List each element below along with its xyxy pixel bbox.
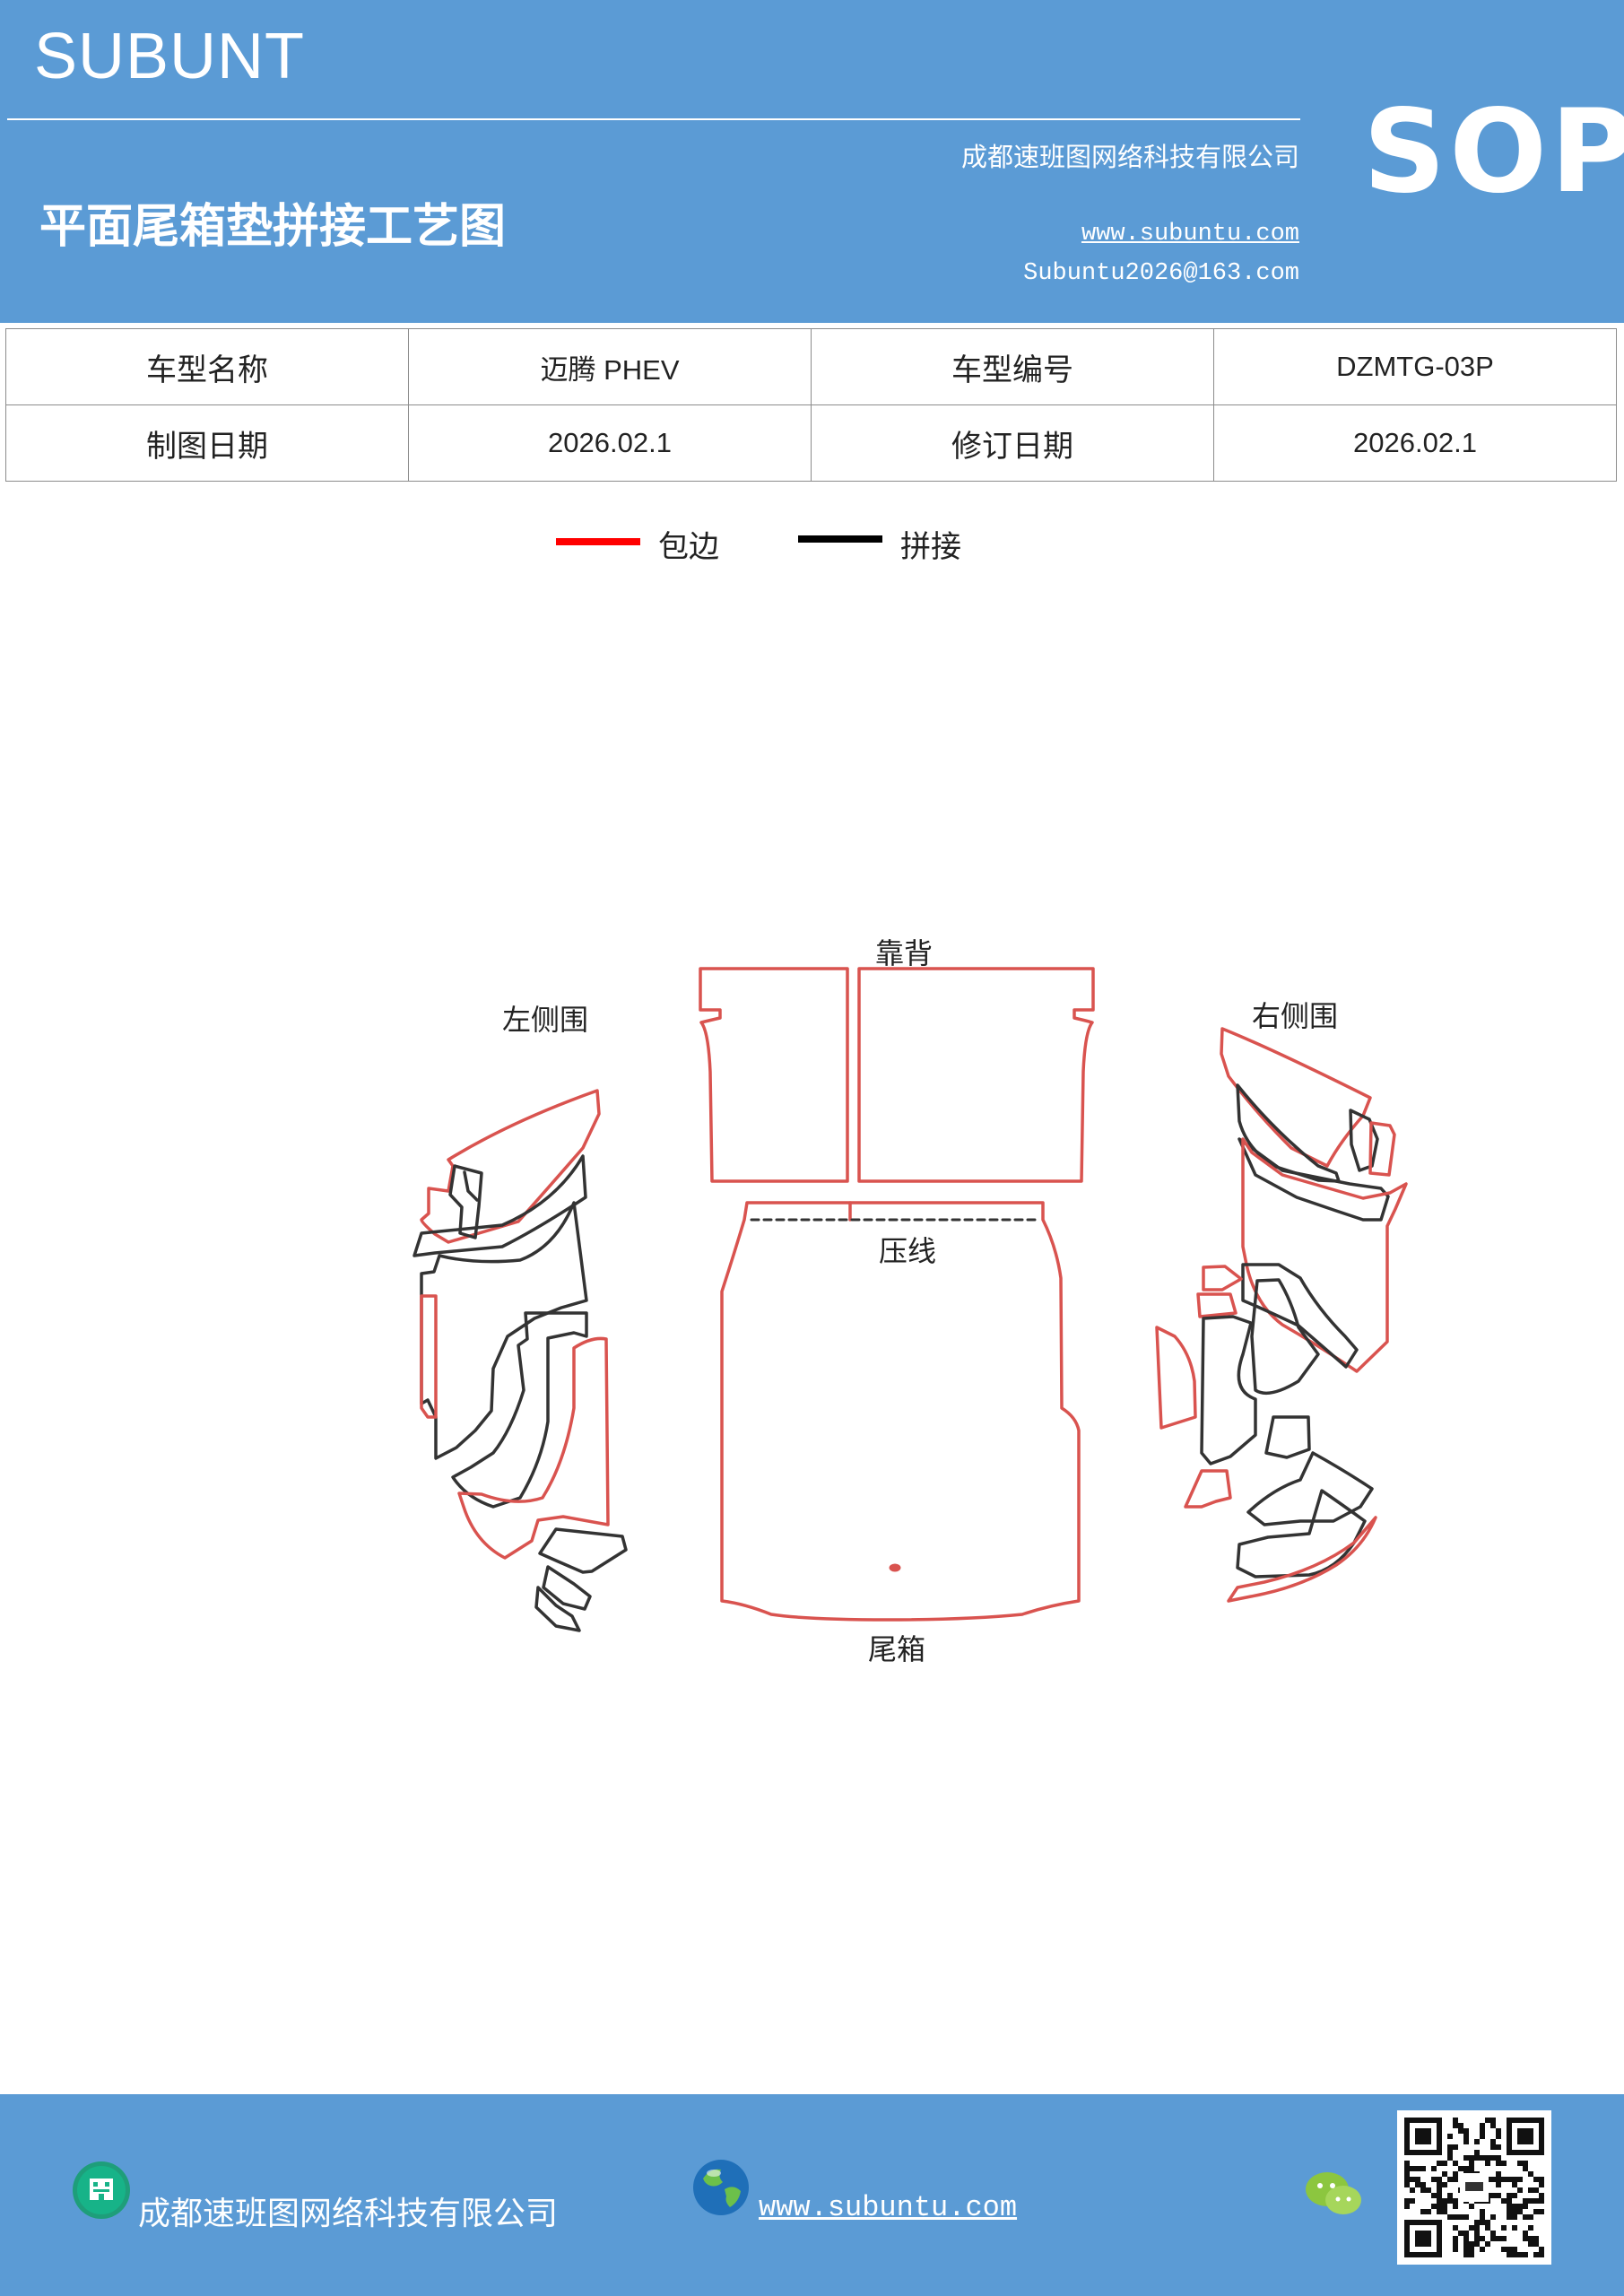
backrest-right-panel bbox=[857, 967, 1095, 1183]
legend-label: 包边 bbox=[658, 529, 719, 565]
qr-code bbox=[1397, 2110, 1551, 2265]
backrest-left-panel bbox=[699, 967, 849, 1183]
header-company-name: 成都速班图网络科技有限公司 bbox=[960, 142, 1299, 172]
globe-icon bbox=[693, 2160, 749, 2215]
trunk-floor-panel bbox=[720, 1201, 1081, 1622]
model-code-label: 车型编号 bbox=[811, 328, 1214, 405]
left-side-label: 左侧围 bbox=[502, 1003, 589, 1037]
right-side-label: 右侧围 bbox=[1252, 999, 1339, 1033]
model-name-label: 车型名称 bbox=[5, 328, 409, 405]
backrest-label: 靠背 bbox=[875, 936, 934, 970]
draw-date-label: 制图日期 bbox=[5, 404, 409, 482]
brand-logo-text: SUBUNT bbox=[34, 21, 306, 92]
red-line-swatch bbox=[556, 538, 640, 545]
table-row: 制图日期 2026.02.1 修订日期 2026.02.1 bbox=[5, 404, 1617, 482]
footer-company-name: 成都速班图网络科技有限公司 bbox=[138, 2196, 559, 2232]
header-banner: SUBUNT 平面尾箱垫拼接工艺图 成都速班图网络科技有限公司 www.subu… bbox=[0, 0, 1624, 323]
table-row: 车型名称 迈腾 PHEV 车型编号 DZMTG-03P bbox=[5, 328, 1617, 405]
mat-layout-diagram: 靠背 左侧围 右侧围 压线 尾箱 bbox=[0, 879, 1624, 1686]
footer-website-link[interactable]: www.subuntu.com bbox=[759, 2191, 1018, 2224]
right-side-panels bbox=[1155, 1027, 1408, 1603]
left-side-panels bbox=[413, 1089, 628, 1632]
draw-date-value: 2026.02.1 bbox=[408, 404, 812, 482]
building-icon bbox=[73, 2161, 130, 2219]
qr-code-pattern bbox=[1404, 2118, 1544, 2257]
revise-date-value: 2026.02.1 bbox=[1213, 404, 1617, 482]
page-title: 平面尾箱垫拼接工艺图 bbox=[39, 199, 507, 254]
trunk-marker-dot bbox=[889, 1563, 901, 1572]
vehicle-info-table: 车型名称 迈腾 PHEV 车型编号 DZMTG-03P 制图日期 2026.02… bbox=[5, 328, 1617, 482]
crease-label: 压线 bbox=[879, 1234, 937, 1268]
mat-pieces-drawing bbox=[413, 967, 1408, 1632]
trunk-label: 尾箱 bbox=[868, 1632, 926, 1666]
header-website-link[interactable]: www.subuntu.com bbox=[1081, 221, 1299, 248]
revise-date-label: 修订日期 bbox=[811, 404, 1214, 482]
legend-label: 拼接 bbox=[900, 529, 961, 565]
header-divider bbox=[7, 118, 1300, 120]
model-name-value: 迈腾 PHEV bbox=[408, 328, 812, 405]
wechat-icon[interactable] bbox=[1304, 2170, 1363, 2220]
footer-banner: 成都速班图网络科技有限公司 www.subuntu.com bbox=[0, 2094, 1624, 2296]
black-line-swatch bbox=[798, 535, 882, 543]
sop-badge: SOP bbox=[1363, 85, 1624, 219]
model-code-value: DZMTG-03P bbox=[1213, 328, 1617, 405]
header-email[interactable]: Subuntu2026@163.com bbox=[1023, 260, 1299, 287]
